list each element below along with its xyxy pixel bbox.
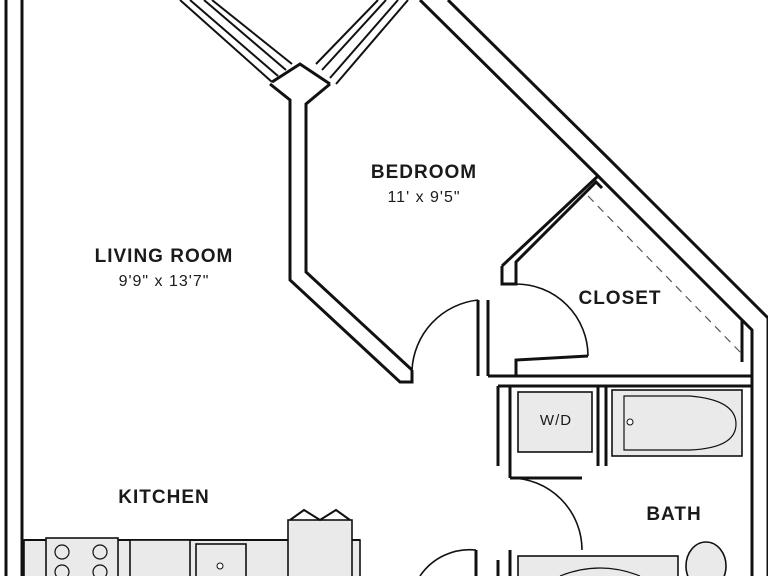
closet-door: [488, 283, 589, 378]
refrigerator: [287, 508, 353, 576]
bath-walls: [488, 374, 752, 576]
bedroom-door: [411, 299, 490, 376]
washer-dryer-label: W/D: [540, 412, 572, 429]
bedroom-dimensions: 11' x 9'5": [387, 189, 460, 206]
entry-door: [419, 548, 478, 576]
bedroom-label: BEDROOM: [371, 162, 477, 183]
kitchen-label: KITCHEN: [118, 487, 209, 508]
closet-walls: [500, 174, 744, 362]
closet-label: CLOSET: [578, 288, 661, 309]
living-room-label: LIVING ROOM: [95, 246, 234, 267]
washer-dryer: [517, 391, 593, 453]
window: [179, 0, 409, 85]
living-room-dimensions: 9'9" x 13'7": [119, 273, 210, 290]
toilet: [685, 541, 727, 576]
sink: [195, 543, 247, 576]
left-exterior-wall: [4, 0, 24, 576]
dishwasher: [129, 539, 191, 576]
bath-door: [509, 477, 583, 551]
bathtub: [611, 389, 743, 457]
bedroom-wall: [269, 62, 414, 384]
diagonal-exterior-wall: [418, 0, 768, 576]
bath-label: BATH: [646, 504, 701, 525]
bath-vanity: [517, 555, 679, 576]
stove: [45, 537, 119, 576]
